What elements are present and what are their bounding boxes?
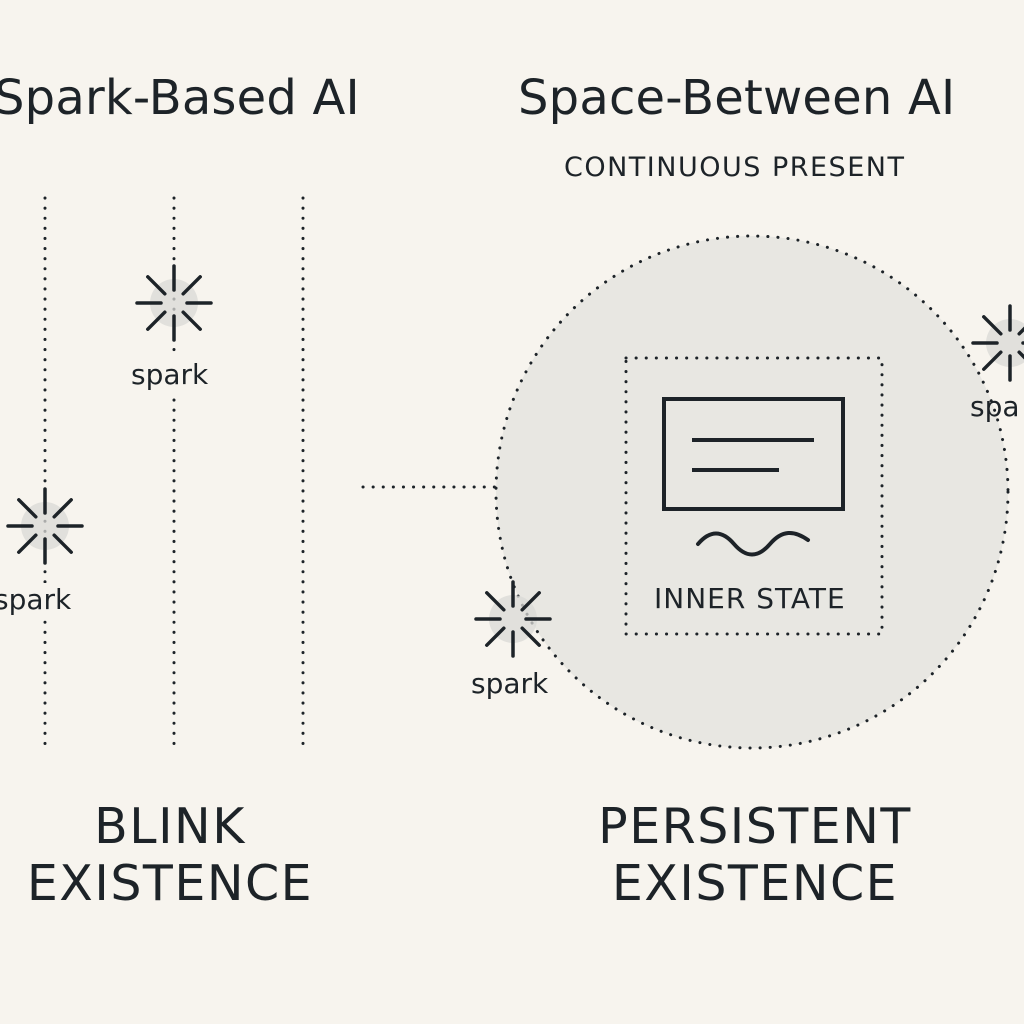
right-footer-line1: PERSISTENT — [598, 798, 912, 855]
left-title: Spark-Based AI — [0, 70, 360, 126]
left-footer-line2: EXISTENCE — [26, 855, 314, 912]
document-icon — [662, 397, 845, 511]
spark-label: spark — [129, 358, 211, 392]
spark-icon — [971, 304, 1024, 382]
inner-state-box — [624, 356, 884, 636]
right-footer: PERSISTENT EXISTENCE — [560, 798, 950, 912]
spark-icon — [6, 487, 84, 565]
left-footer-line1: BLINK — [94, 798, 246, 855]
right-footer-line2: EXISTENCE — [611, 855, 899, 912]
spark-icon — [474, 580, 552, 658]
inner-state-label: INNER STATE — [654, 582, 846, 615]
left-footer: BLINK EXISTENCE — [20, 798, 320, 912]
right-subtitle: CONTINUOUS PRESENT — [564, 152, 906, 183]
spark-label: spa — [970, 390, 1020, 423]
wave-icon — [696, 531, 810, 557]
spark-label: spark — [471, 667, 549, 700]
spark-icon — [135, 264, 213, 342]
continuous-present-circle — [494, 234, 1010, 750]
spark-label: spark — [0, 583, 74, 617]
right-title: Space-Between AI — [518, 70, 956, 126]
